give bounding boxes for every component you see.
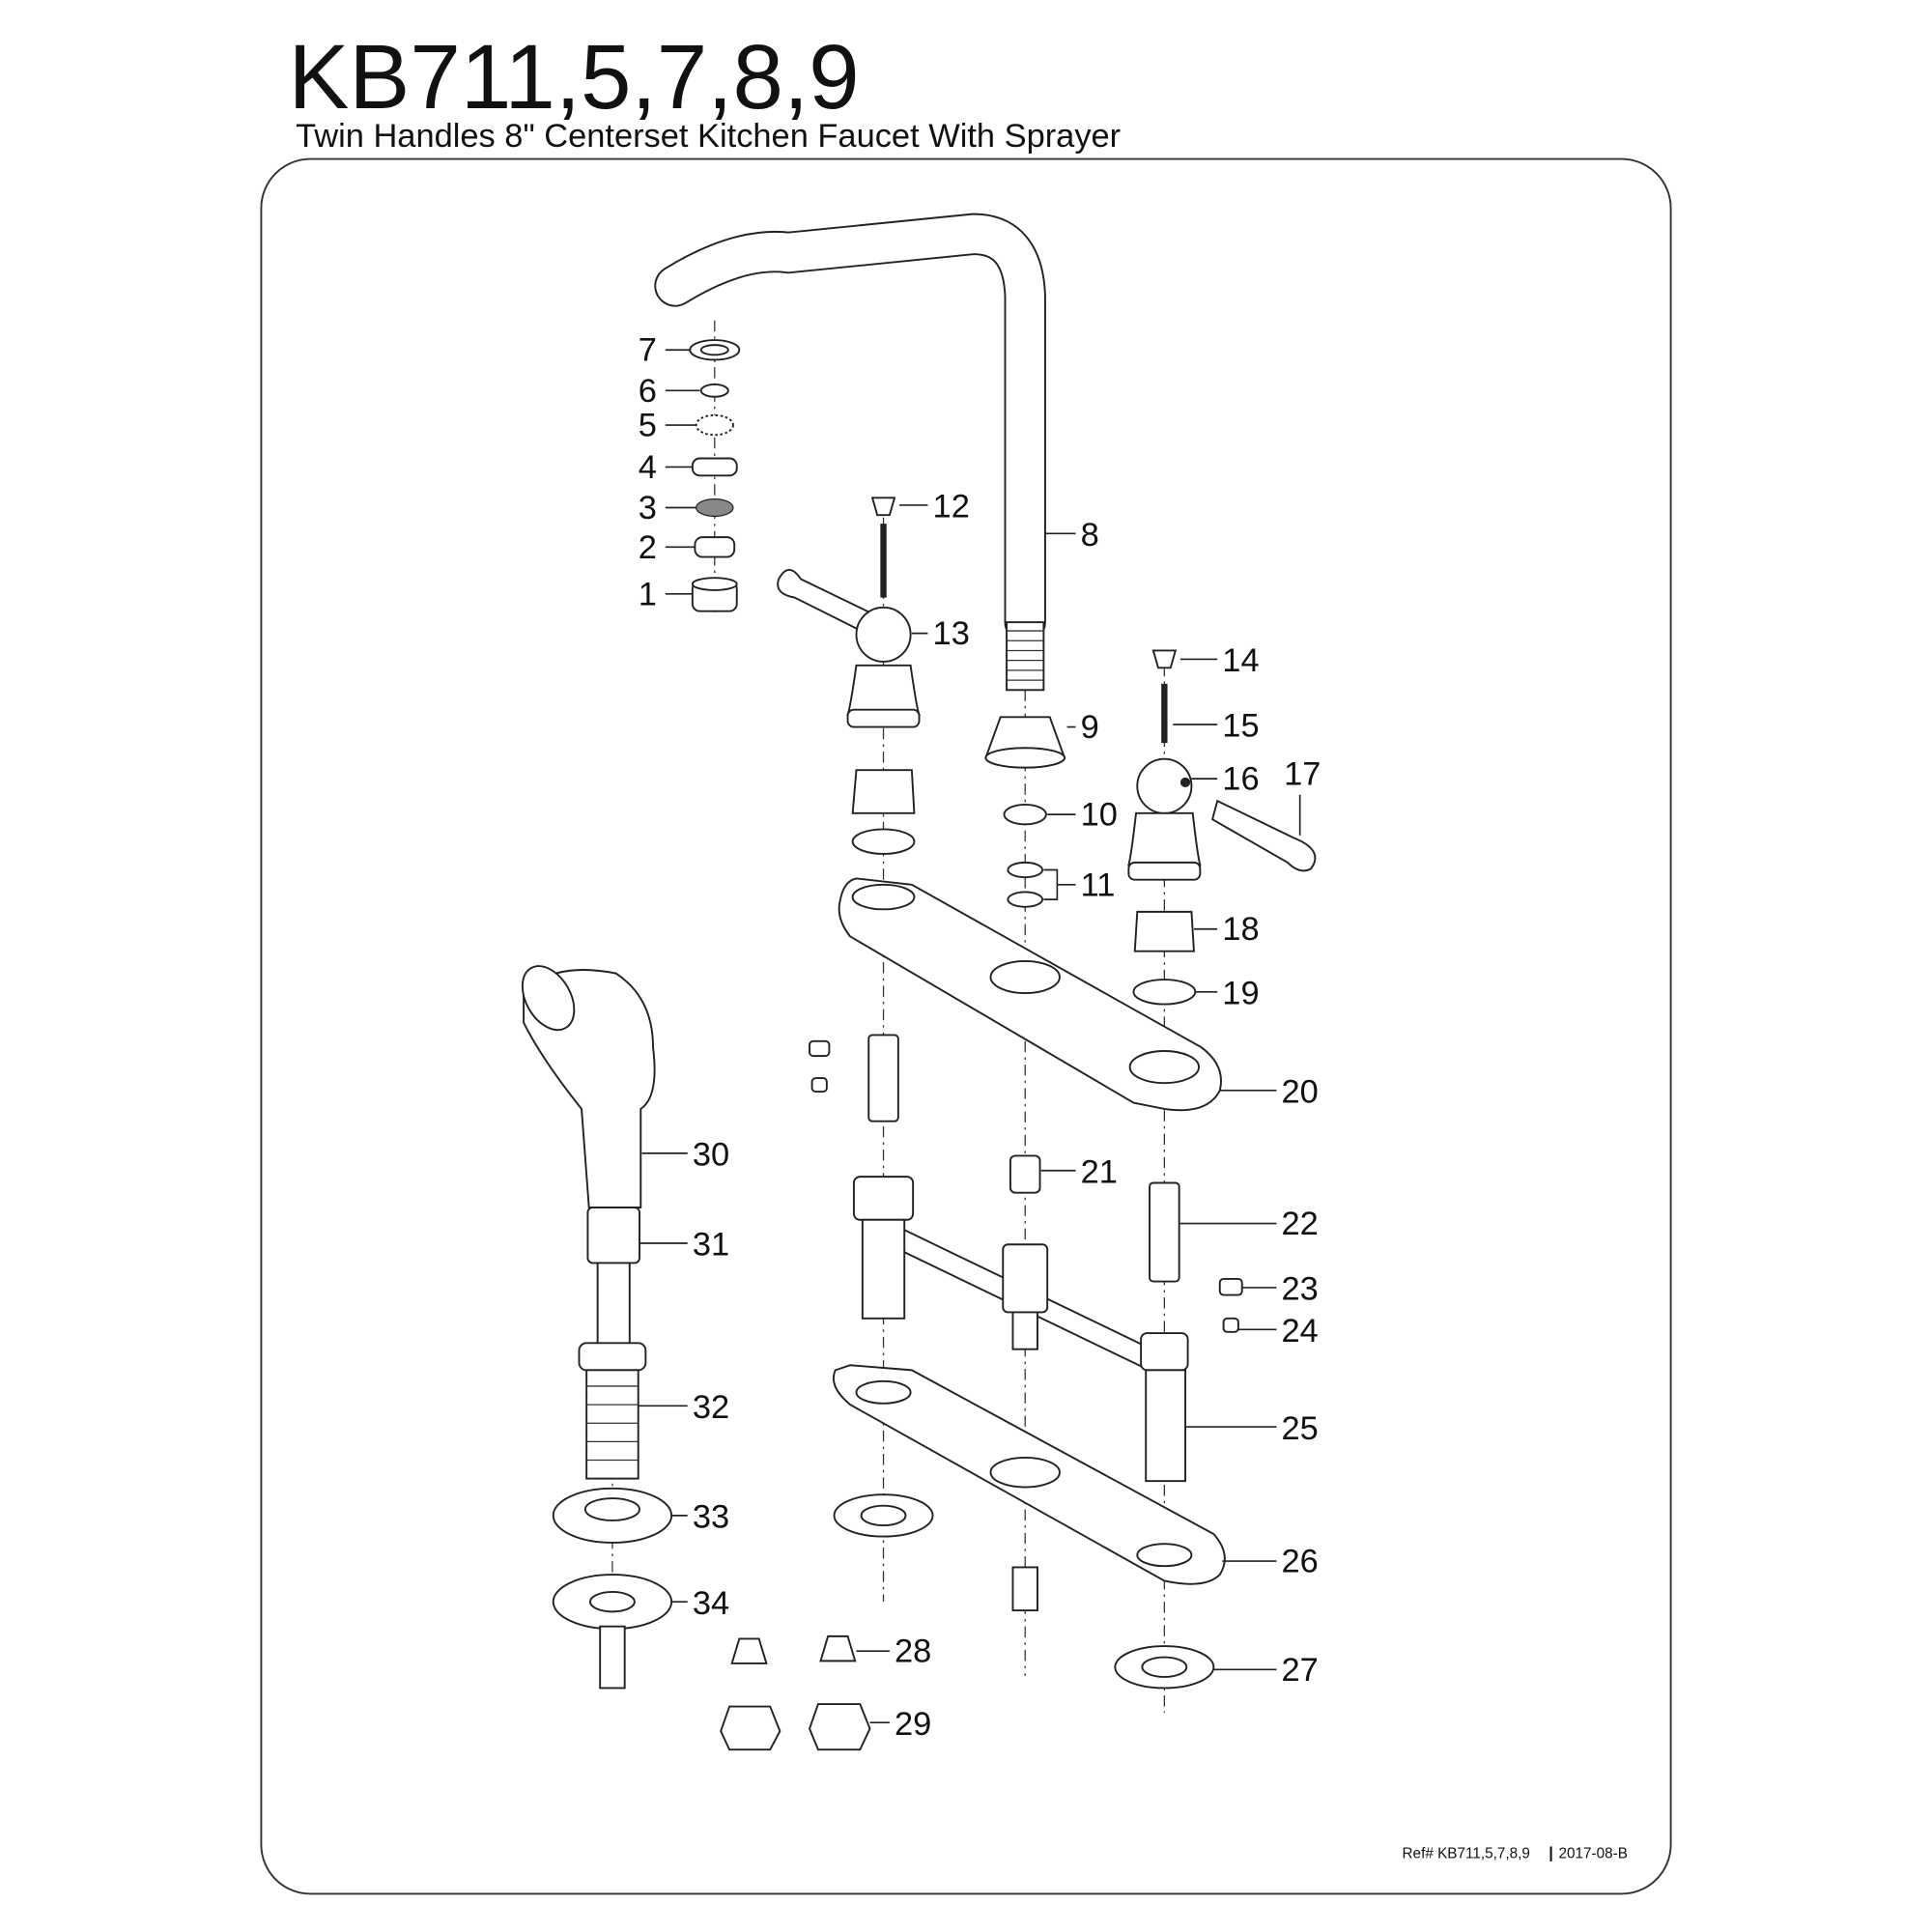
aerator-parts — [689, 339, 741, 612]
revision: 2017-08-B — [1559, 1845, 1628, 1861]
callout-18: 18 — [1222, 911, 1259, 948]
callout-27: 27 — [1282, 1652, 1319, 1689]
right-handle-assembly — [1127, 649, 1317, 1006]
valve-body-assembly — [809, 1034, 1243, 1483]
product-subtitle: Twin Handles 8" Centerset Kitchen Faucet… — [296, 118, 1121, 155]
callout-5: 5 — [639, 408, 657, 444]
callout-23: 23 — [1282, 1271, 1319, 1308]
callout-19: 19 — [1222, 976, 1259, 1012]
model-title: KB711,5,7,8,9 — [288, 27, 859, 128]
left-handle-assembly — [777, 497, 921, 855]
gasket-part-26 — [832, 1364, 1226, 1585]
compression-fittings — [720, 1634, 871, 1751]
callout-34: 34 — [693, 1585, 729, 1622]
callout-22: 22 — [1282, 1206, 1319, 1242]
ref-number: Ref# KB711,5,7,8,9 — [1403, 1845, 1530, 1861]
callout-33: 33 — [693, 1499, 729, 1536]
callout-24: 24 — [1282, 1313, 1319, 1350]
callout-8: 8 — [1081, 517, 1099, 554]
callout-20: 20 — [1282, 1074, 1319, 1111]
callout-1: 1 — [639, 576, 657, 612]
callout-14: 14 — [1222, 642, 1259, 679]
callout-17: 17 — [1284, 756, 1321, 793]
ref-separator: | — [1548, 1843, 1553, 1861]
callout-16: 16 — [1222, 761, 1259, 798]
callout-4: 4 — [639, 449, 657, 486]
callout-30: 30 — [693, 1137, 729, 1174]
callout-29: 29 — [895, 1706, 931, 1743]
callout-31: 31 — [693, 1227, 729, 1264]
callout-7: 7 — [639, 332, 657, 369]
sprayer-assembly — [521, 965, 673, 1690]
callout-13: 13 — [933, 615, 970, 652]
diagram-frame — [260, 157, 1672, 1895]
spout-base-parts — [984, 716, 1066, 908]
reference-footer: Ref# KB711,5,7,8,9 | 2017-08-B — [1403, 1843, 1628, 1861]
callout-21: 21 — [1081, 1153, 1118, 1190]
callout-32: 32 — [693, 1389, 729, 1426]
deck-plate-part-20 — [838, 877, 1222, 1112]
callout-2: 2 — [639, 529, 657, 566]
spout-part-8 — [654, 213, 1046, 692]
callout-26: 26 — [1282, 1544, 1319, 1580]
callout-9: 9 — [1081, 709, 1099, 746]
callout-6: 6 — [639, 373, 657, 410]
callout-28: 28 — [895, 1634, 931, 1670]
callout-12: 12 — [933, 489, 970, 526]
callout-10: 10 — [1081, 797, 1118, 834]
callout-15: 15 — [1222, 708, 1259, 745]
callout-25: 25 — [1282, 1410, 1319, 1447]
callout-labels: 7 6 5 4 3 2 1 8 9 10 11 12 13 14 15 16 1… — [638, 332, 1321, 1743]
callout-11: 11 — [1081, 867, 1116, 903]
callout-3: 3 — [639, 490, 657, 526]
mounting-nuts — [833, 1493, 1215, 1690]
